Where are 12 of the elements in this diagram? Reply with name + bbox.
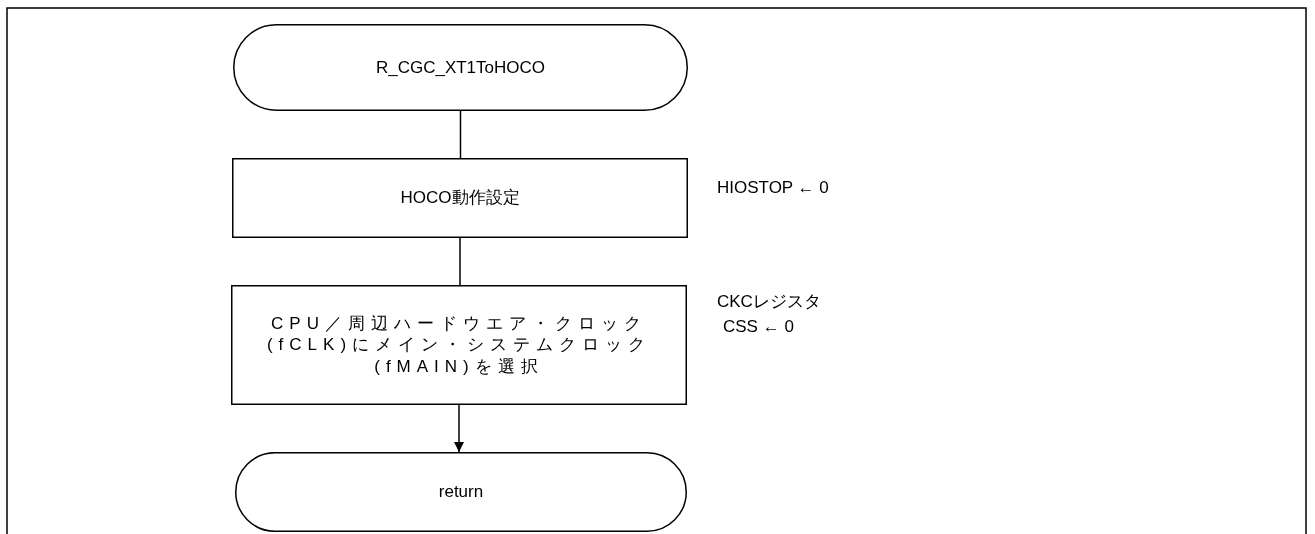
annotation-text: HIOSTOP ← 0 [717,177,829,199]
process-label: HOCO動作設定 [400,187,520,209]
annotation-text: CKCレジスタ [717,291,821,313]
process-box [231,285,687,405]
annotation-text: CSS ← 0 [723,315,794,338]
terminator-label: return [438,481,484,503]
connector-line [459,110,462,159]
terminator-label: R_CGC_XT1ToHOCO [375,56,546,79]
connector-line [459,237,461,286]
arrow [454,404,464,453]
process-label: CPU／周辺ハードウエア・クロック(fCLK)にメイン・システムクロック(fMAIN)を選択 [265,313,653,377]
process-box [232,158,688,238]
